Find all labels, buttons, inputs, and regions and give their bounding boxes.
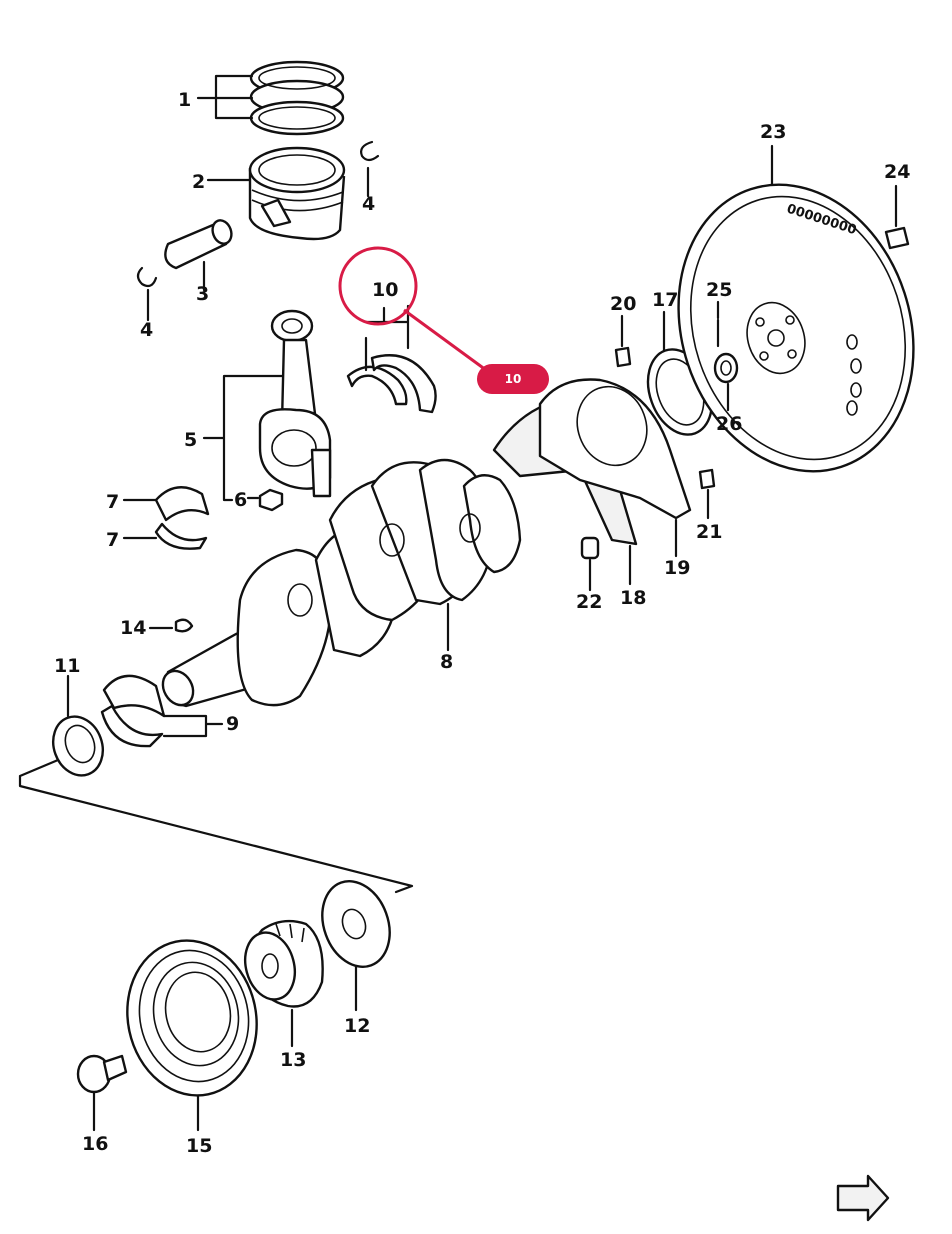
callout-17[interactable]: 17	[652, 289, 678, 311]
pulley-bolt[interactable]	[76, 1054, 128, 1094]
highlight-marker[interactable]: 10	[338, 246, 549, 394]
callout-5[interactable]: 5	[184, 429, 197, 451]
main-bearing-lower[interactable]	[100, 704, 164, 748]
callout-4-upper[interactable]: 4	[362, 193, 375, 215]
callout-9[interactable]: 9	[226, 713, 239, 735]
callout-26[interactable]: 26	[716, 413, 742, 435]
callout-13[interactable]: 13	[280, 1049, 306, 1071]
crank-washer[interactable]	[311, 872, 401, 977]
rod-bearing-lower[interactable]	[154, 522, 208, 550]
callout-labels: 1 2 3 4 4 5 6 7 7 8 9 10 11 12 13 14 15 …	[54, 89, 910, 1157]
callout-1[interactable]: 1	[178, 89, 191, 111]
callout-25[interactable]: 25	[706, 279, 732, 301]
callout-10[interactable]: 10	[372, 279, 398, 301]
callout-21[interactable]: 21	[696, 521, 722, 543]
connecting-rod[interactable]	[258, 309, 332, 498]
callout-18[interactable]: 18	[620, 587, 646, 609]
callout-7-lower[interactable]: 7	[106, 529, 119, 551]
flywheel-bolt[interactable]	[884, 226, 910, 250]
rod-nut[interactable]	[258, 488, 284, 512]
callout-16[interactable]: 16	[82, 1133, 108, 1155]
front-direction-arrow	[836, 1174, 890, 1222]
circlip-lower[interactable]	[136, 266, 158, 288]
callout-19[interactable]: 19	[664, 557, 690, 579]
rear-seal-housing[interactable]	[538, 377, 692, 520]
crank-key[interactable]	[174, 618, 194, 633]
callout-24[interactable]: 24	[884, 161, 910, 183]
callout-6[interactable]: 6	[234, 489, 247, 511]
callout-14[interactable]: 14	[120, 617, 146, 639]
callout-22[interactable]: 22	[576, 591, 602, 613]
thrust-bearing-pair[interactable]	[346, 354, 437, 414]
flywheel[interactable]: 00000000	[642, 154, 949, 502]
housing-bolt-21[interactable]	[698, 468, 716, 490]
piston[interactable]	[248, 146, 346, 241]
crank-pulley[interactable]	[113, 928, 271, 1107]
callout-2[interactable]: 2	[192, 171, 205, 193]
callout-15[interactable]: 15	[186, 1135, 212, 1157]
section-bracket	[18, 758, 414, 894]
front-oil-seal[interactable]	[45, 710, 111, 783]
callout-7-upper[interactable]: 7	[106, 491, 119, 513]
piston-pin[interactable]	[164, 218, 234, 270]
timing-gear[interactable]	[238, 919, 324, 1008]
piston-rings[interactable]	[249, 60, 345, 136]
circlip-upper[interactable]	[360, 140, 380, 162]
main-bearing-upper[interactable]	[102, 674, 166, 718]
part-badge-label: 10	[505, 372, 522, 386]
callout-3[interactable]: 3	[196, 283, 209, 305]
pilot-bearing[interactable]	[713, 352, 739, 384]
crankshaft[interactable]	[157, 458, 522, 711]
part-badge[interactable]	[477, 364, 549, 394]
rod-bearing-upper[interactable]	[154, 486, 210, 522]
callout-20[interactable]: 20	[610, 293, 636, 315]
callout-4-lower[interactable]: 4	[140, 319, 153, 341]
callout-8[interactable]: 8	[440, 651, 453, 673]
callout-23[interactable]: 23	[760, 121, 786, 143]
dowel-pin[interactable]	[580, 536, 600, 560]
callout-12[interactable]: 12	[344, 1015, 370, 1037]
callout-11[interactable]: 11	[54, 655, 80, 677]
housing-bolt-20[interactable]	[614, 346, 632, 368]
